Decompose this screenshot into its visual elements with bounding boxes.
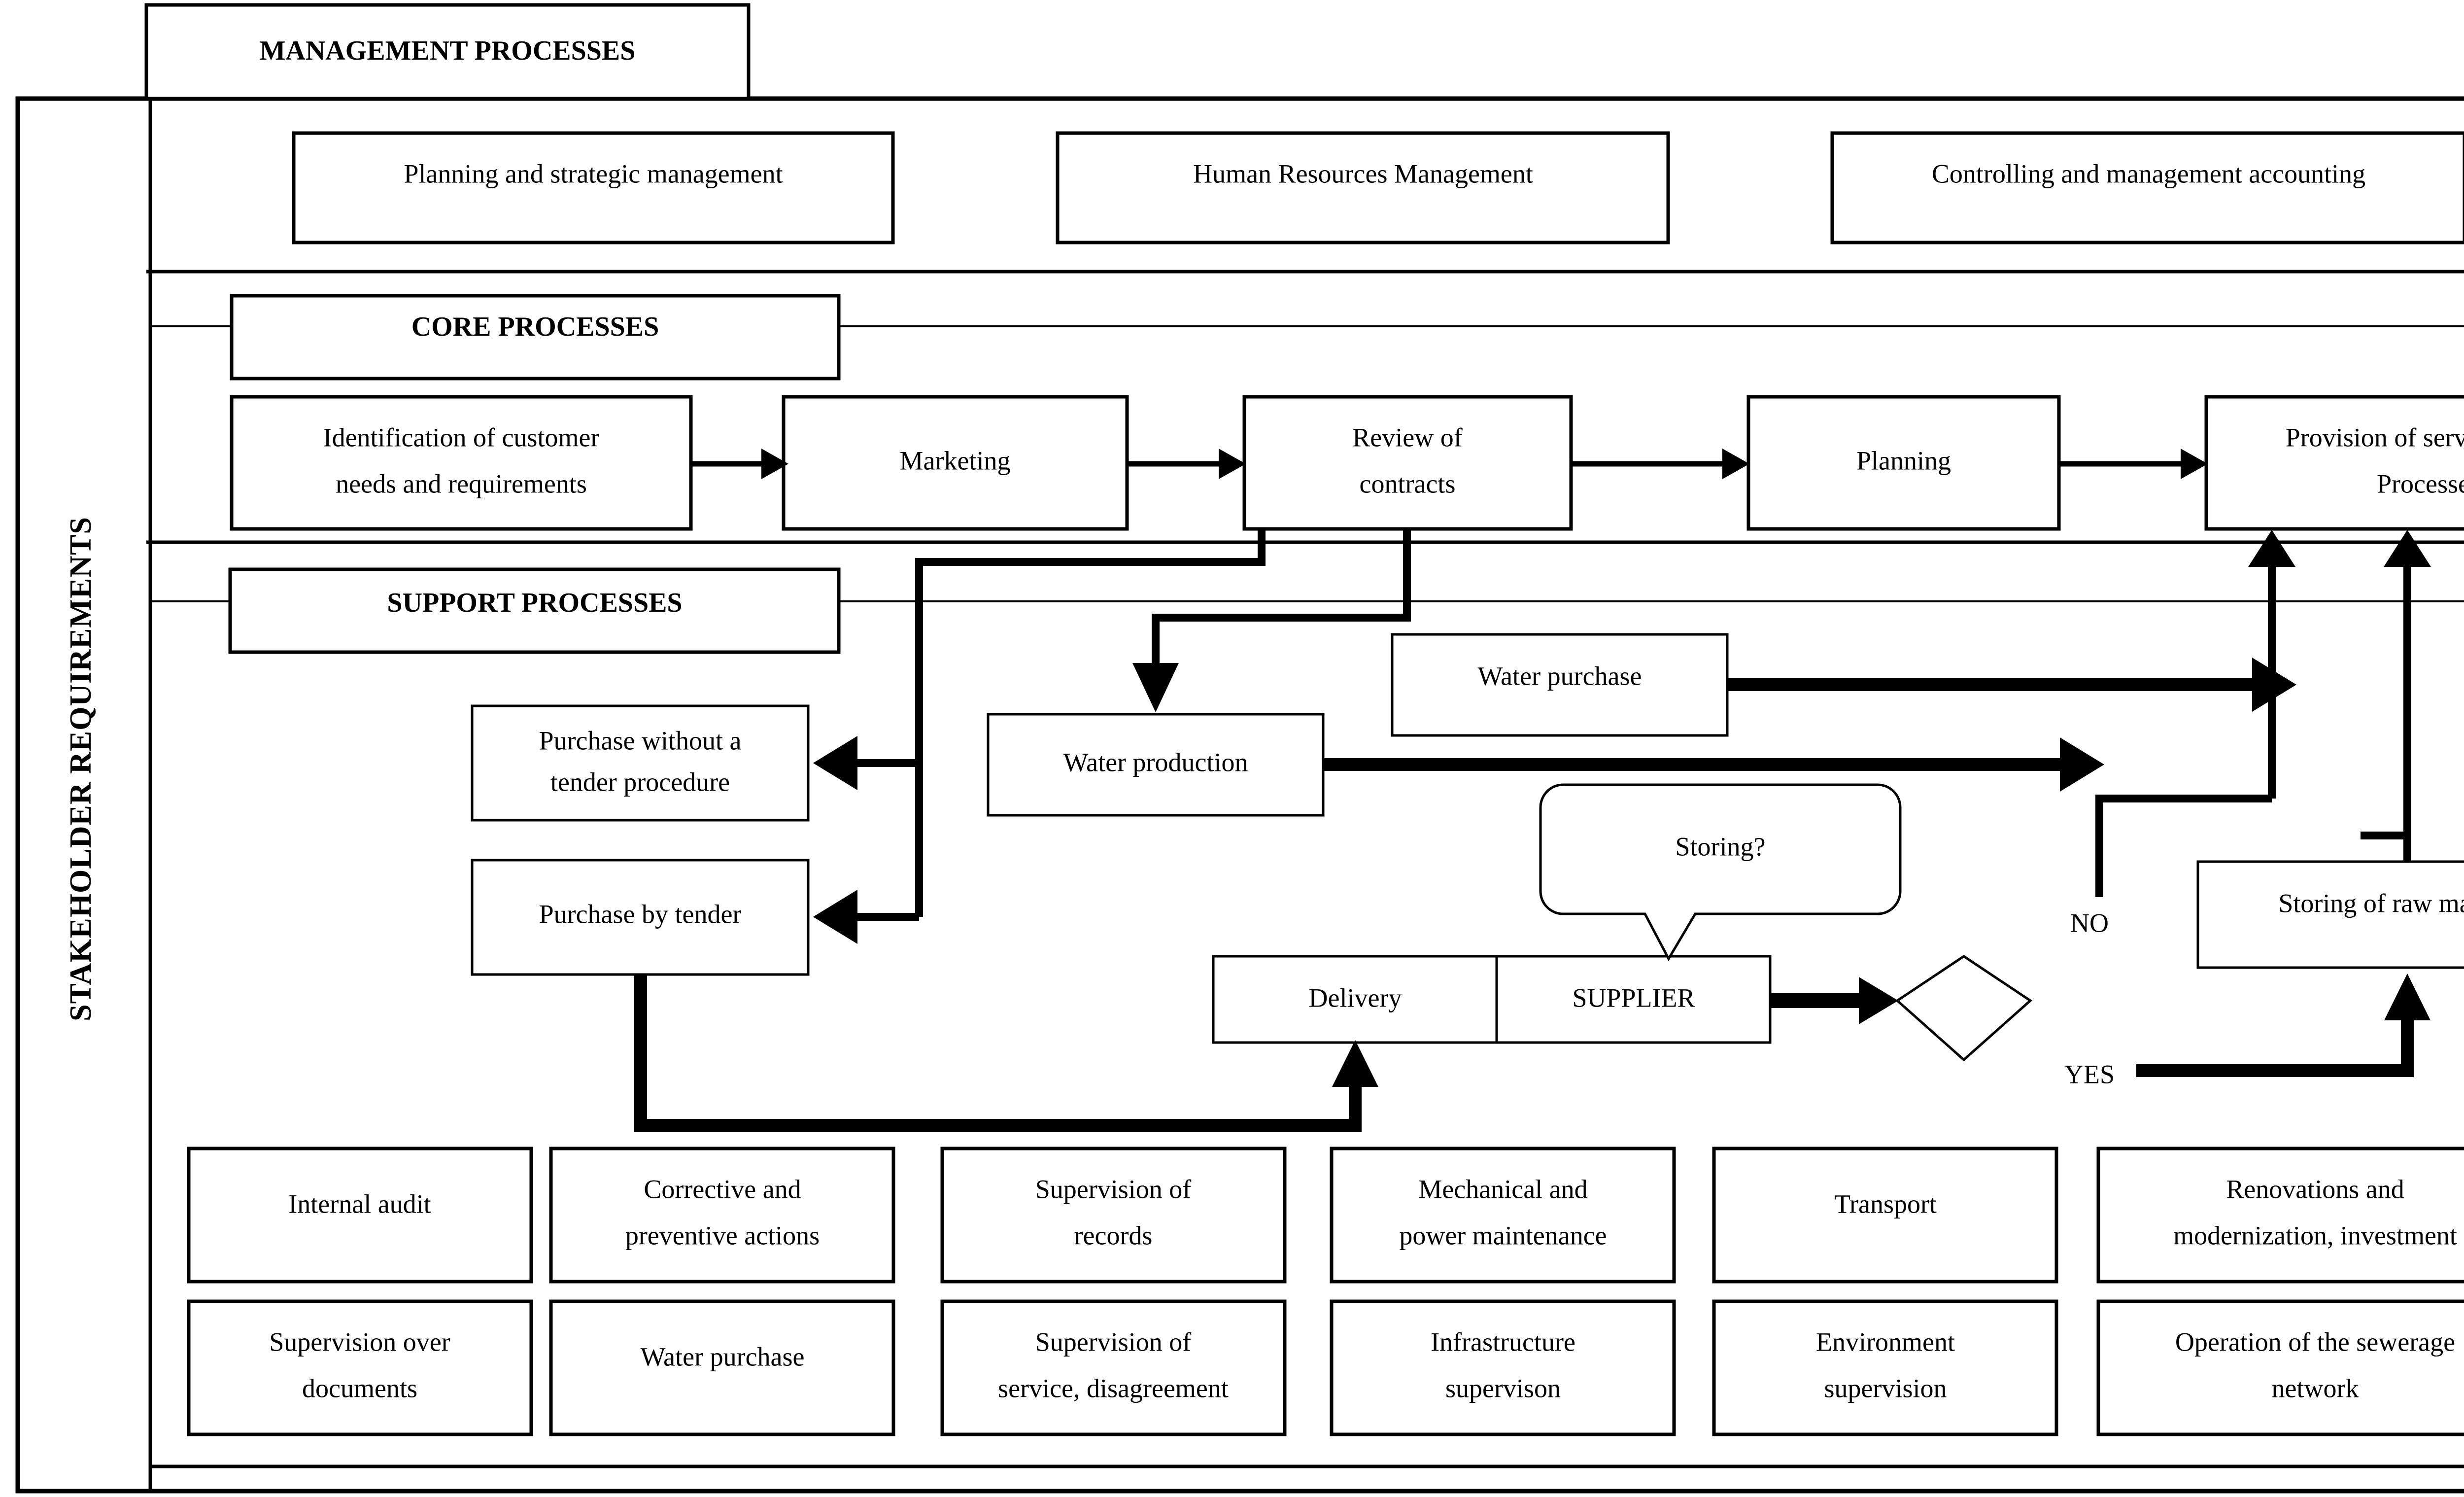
core-box-3[interactable] [1746,395,2061,531]
support-row2-box-4[interactable] [1712,1299,2058,1436]
purchase-by-tender-label: Purchase by tender [539,899,742,929]
support-row2-box-0[interactable] [187,1299,533,1436]
management-box-0[interactable] [292,131,895,244]
core-label-2-line1: Review of [1352,422,1462,452]
support-row1-box-3[interactable] [1330,1147,1676,1284]
support-row2-label-5-line1: Operation of the sewerage [2175,1327,2455,1357]
decision-label-no: NO [2070,908,2109,938]
support-flow-box-delivery[interactable] [1212,955,1498,1044]
support-row2-label-0-line2: documents [302,1373,417,1403]
core-box-0[interactable] [230,395,693,531]
support-row1-label-5-line1: Renovations and [2226,1174,2404,1204]
band-label-support: SUPPORT PROCESSES [387,588,682,618]
support-flow-box-supplier[interactable] [1495,955,1772,1044]
core-label-0-line1: Identification of customer [323,422,600,452]
support-row1-box-0[interactable] [187,1147,533,1284]
connector-riser-right-jog [2361,799,2411,839]
band-box-management [144,3,751,101]
connector-water-production-to-riser [1323,737,2104,792]
support-row1-box-2[interactable] [940,1147,1287,1284]
water-purchase-label: Water purchase [1478,661,1642,691]
core-label-4-line1: Provision of services (Main [2286,422,2464,452]
management-label-2: Controlling and management accounting [1932,159,2365,188]
core-label-3: Planning [1856,446,1951,475]
core-arrow-1 [1127,449,1246,479]
support-flow-box-storing-raw-materials[interactable] [2196,860,2464,969]
core-label-4-line2: Processes) [2377,469,2464,498]
support-row1-label-2-line2: records [1074,1220,1153,1250]
connector-supplier-to-decision [1770,977,1898,1024]
connector-no-branch [2095,795,2272,897]
support-row1-label-5-line2: modernization, investment [2173,1220,2457,1250]
support-row2-box-5[interactable] [2096,1299,2464,1436]
purchase-without-tender-line1: Purchase without a [539,726,742,755]
core-label-0-line2: needs and requirements [336,469,587,498]
band-label-management: MANAGEMENT PROCESSES [260,35,636,66]
support-row1-label-2-line1: Supervision of [1035,1174,1192,1204]
support-row1-box-1[interactable] [549,1147,895,1284]
support-row2-label-4-line1: Environment [1816,1327,1955,1357]
support-row2-box-3[interactable] [1330,1299,1676,1436]
support-row2-box-2[interactable] [940,1299,1287,1436]
outer-frame [15,96,2464,1494]
connector-yes-to-storing [2136,974,2430,1077]
support-row2-label-2-line1: Supervision of [1035,1327,1192,1357]
connector-to-purchase-without-tender [813,736,919,790]
connector-riser-right-to-provision [2384,530,2431,799]
core-box-4[interactable] [2204,395,2464,531]
connector-tender-to-delivery [634,975,1378,1132]
band-box-support [228,567,841,654]
support-flow-box-water-production[interactable] [987,713,1325,817]
management-label-0: Planning and strategic management [404,159,783,188]
decision-diamond [1895,954,2033,1062]
support-row2-label-4-line2: supervision [1824,1373,1947,1403]
storing-raw-materials-label: Storing of raw materials [2278,888,2464,918]
band-label-core: CORE PROCESSES [411,312,659,342]
connector-contracts-to-tenders [813,529,1266,944]
callout-label: Storing? [1676,832,1766,861]
core-label-1: Marketing [900,446,1011,475]
support-row2-label-1: Water purchase [641,1342,805,1371]
management-box-2[interactable] [1830,131,2464,244]
support-row2-label-3-line1: Infrastructure [1431,1327,1575,1357]
support-row2-label-0-line1: Supervision over [269,1327,450,1357]
connector-contracts-to-water-production [1132,529,1411,712]
core-arrow-0 [691,449,788,479]
water-production-label: Water production [1063,747,1248,777]
support-row1-label-4: Transport [1834,1189,1937,1218]
support-row1-box-4[interactable] [1712,1147,2058,1284]
purchase-without-tender-line2: tender procedure [550,767,730,797]
support-row2-label-2-line2: service, disagreement [998,1373,1229,1403]
management-label-1: Human Resources Management [1193,159,1533,188]
delivery-label: Delivery [1309,983,1402,1012]
support-row2-box-1[interactable] [549,1299,895,1436]
core-arrow-3 [2059,449,2208,479]
support-row1-label-3-line1: Mechanical and [1418,1174,1587,1204]
core-box-2[interactable] [1242,395,1573,531]
management-box-1[interactable] [1056,131,1670,244]
support-flow-box-purchase-without-tender[interactable] [471,704,810,822]
support-row1-box-5[interactable] [2096,1147,2464,1284]
side-label-left: STAKEHOLDER REQUIREMENTS [64,517,98,1021]
support-row1-label-3-line2: power maintenance [1399,1220,1607,1250]
band-box-core [230,294,841,381]
connector-water-purchase-to-provision [1727,658,2296,712]
callout-storing [1539,783,1902,962]
connector-riser-left-to-provision [2248,530,2295,799]
core-arrow-2 [1571,449,1749,479]
core-label-2-line2: contracts [1360,469,1456,498]
core-box-1[interactable] [782,395,1129,531]
decision-label-yes: YES [2064,1059,2115,1089]
support-flow-box-water-purchase[interactable] [1391,633,1729,737]
support-row2-label-5-line2: network [2272,1373,2359,1403]
support-row2-label-3-line2: supervison [1445,1373,1561,1403]
support-row1-label-1-line2: preventive actions [625,1220,820,1250]
support-row1-label-1-line1: Corrective and [644,1174,801,1204]
supplier-label: SUPPLIER [1572,983,1695,1012]
support-row1-label-0: Internal audit [288,1189,431,1218]
